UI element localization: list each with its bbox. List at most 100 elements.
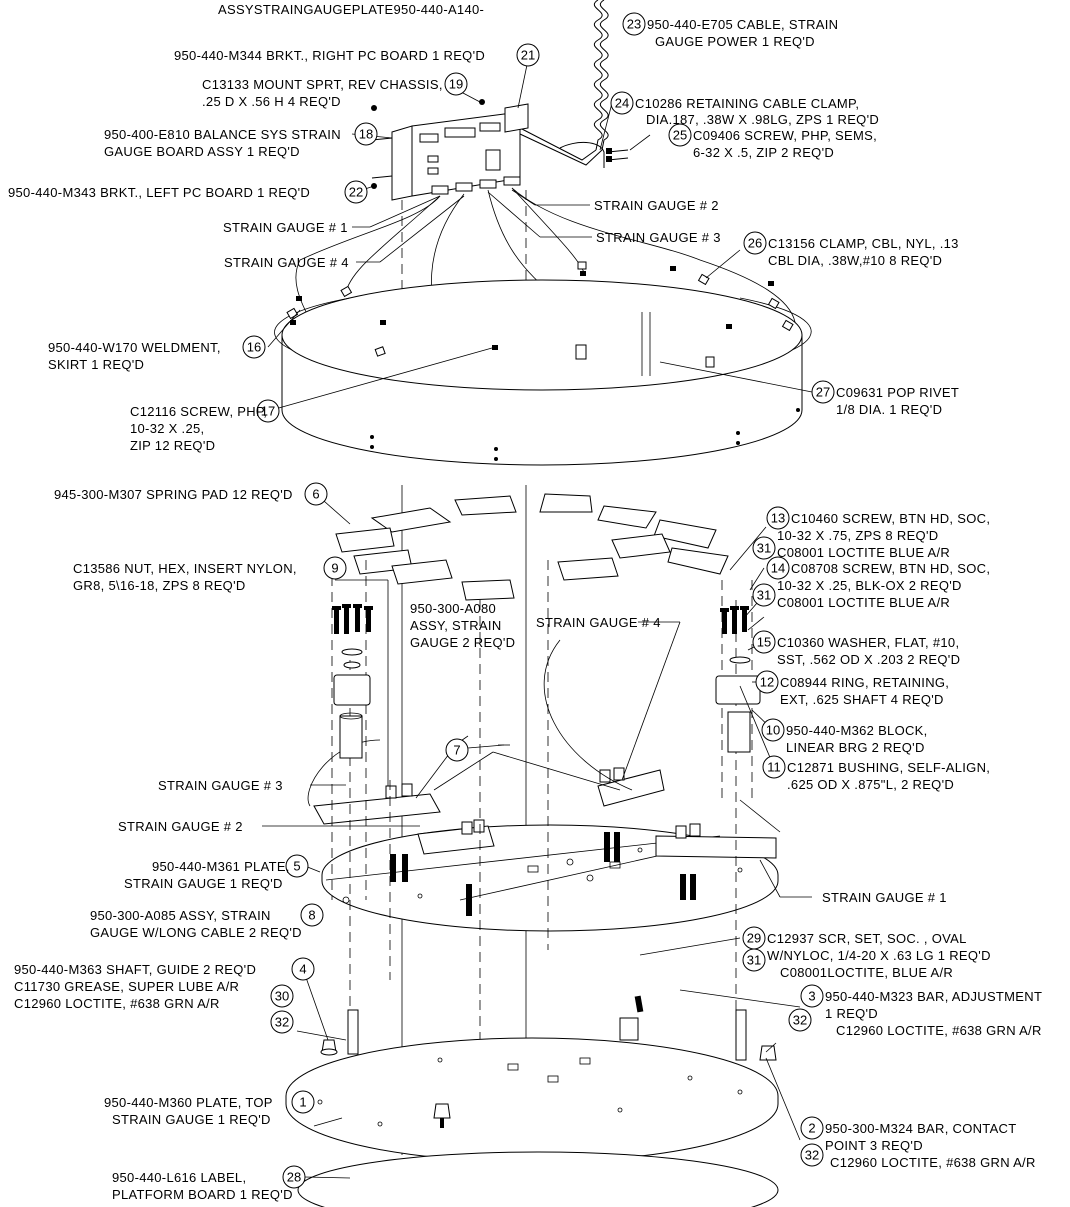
svg-text:9: 9 xyxy=(331,561,338,576)
svg-text:14: 14 xyxy=(771,561,785,576)
svg-text:31: 31 xyxy=(747,953,761,968)
callout-text: 950-440-E705 CABLE, STRAIN GAUGE POWER 1… xyxy=(8,17,1042,1202)
callout-32b-line1: C12960 LOCTITE, #638 GRN A/R xyxy=(836,1023,1042,1038)
bubble-1: 1 xyxy=(291,1090,315,1114)
svg-text:17: 17 xyxy=(261,404,275,419)
bubble-32a: 32 xyxy=(270,1010,294,1034)
callout-17-line3: ZIP 12 REQ'D xyxy=(130,438,215,453)
callout-1-line2: STRAIN GAUGE 1 REQ'D xyxy=(112,1112,271,1127)
callout-8-line1: 950-300-A085 ASSY, STRAIN xyxy=(90,908,271,923)
callout-30-line1: C11730 GREASE, SUPER LUBE A/R xyxy=(14,979,239,994)
svg-text:26: 26 xyxy=(748,236,762,251)
callout-6-line1: 945-300-M307 SPRING PAD 12 REQ'D xyxy=(54,487,293,502)
svg-text:13: 13 xyxy=(771,511,785,526)
svg-text:29: 29 xyxy=(747,931,761,946)
svg-text:5: 5 xyxy=(293,859,300,874)
svg-text:32: 32 xyxy=(793,1013,807,1028)
callout-12-line1: C08944 RING, RETAINING, xyxy=(780,675,949,690)
callout-11-line2: .625 OD X .875"L, 2 REQ'D xyxy=(787,777,954,792)
coiled-cable xyxy=(519,0,609,166)
callout-16-line1: 950-440-W170 WELDMENT, xyxy=(48,340,221,355)
callout-14-line2: 10-32 X .25, BLK-OX 2 REQ'D xyxy=(777,578,962,593)
bubble-4: 4 xyxy=(291,957,315,981)
svg-text:22: 22 xyxy=(349,185,363,200)
strain-gauge-2-low: STRAIN GAUGE # 2 xyxy=(118,819,243,834)
callout-7-line1: 950-300-A080 xyxy=(410,601,496,616)
callout-21-line1: 950-440-M344 BRKT., RIGHT PC BOARD 1 REQ… xyxy=(174,48,485,63)
bubble-29: 29 xyxy=(742,926,766,950)
callout-18-line1: 950-400-E810 BALANCE SYS STRAIN xyxy=(104,127,341,142)
callout-28-line1: 950-440-L616 LABEL, xyxy=(112,1170,246,1185)
strain-gauge-2-top: STRAIN GAUGE # 2 xyxy=(594,198,719,213)
bubble-8: 8 xyxy=(300,903,324,927)
callout-12-line2: EXT, .625 SHAFT 4 REQ'D xyxy=(780,692,944,707)
svg-text:23: 23 xyxy=(627,17,641,32)
bubble-28: 28 xyxy=(282,1165,306,1189)
strain-gauge-1-top: STRAIN GAUGE # 1 xyxy=(223,220,348,235)
callout-bubbles: 23 21 24 19 18 25 22 26 16 27 17 6 13 31… xyxy=(242,12,835,1189)
callout-11-line1: C12871 BUSHING, SELF-ALIGN, xyxy=(787,760,990,775)
callout-8-line2: GAUGE W/LONG CABLE 2 REQ'D xyxy=(90,925,302,940)
bubble-31c: 31 xyxy=(742,948,766,972)
callout-25-line2: 6-32 X .5, ZIP 2 REQ'D xyxy=(693,145,834,160)
svg-text:31: 31 xyxy=(757,541,771,556)
callout-22-line1: 950-440-M343 BRKT., LEFT PC BOARD 1 REQ'… xyxy=(8,185,310,200)
callout-32c-line1: C12960 LOCTITE, #638 GRN A/R xyxy=(830,1155,1036,1170)
bubble-11: 11 xyxy=(762,755,786,779)
bubble-6: 6 xyxy=(304,482,328,506)
spring-pads xyxy=(335,493,729,601)
strain-gauge-4-top: STRAIN GAUGE # 4 xyxy=(224,255,349,270)
callout-13-line1: C10460 SCREW, BTN HD, SOC, xyxy=(791,511,990,526)
callout-31c-line2: C08001LOCTITE, BLUE A/R xyxy=(780,965,953,980)
svg-text:8: 8 xyxy=(308,908,315,923)
callout-10-line1: 950-440-M362 BLOCK, xyxy=(786,723,928,738)
top-plate xyxy=(285,995,779,1163)
callout-18-line2: GAUGE BOARD ASSY 1 REQ'D xyxy=(104,144,300,159)
bubble-9: 9 xyxy=(323,556,347,580)
pc-board-assembly xyxy=(371,99,629,201)
callout-14-line1: C08708 SCREW, BTN HD, SOC, xyxy=(791,561,990,576)
left-bearing-stack xyxy=(332,604,373,759)
svg-text:28: 28 xyxy=(287,1170,301,1185)
callout-17-line2: 10-32 X .25, xyxy=(130,421,204,436)
svg-text:15: 15 xyxy=(757,635,771,650)
callout-2-line1: 950-300-M324 BAR, CONTACT xyxy=(825,1121,1017,1136)
bubble-31a: 31 xyxy=(752,536,776,560)
callout-19-line2: .25 D X .56 H 4 REQ'D xyxy=(202,94,341,109)
platform-label xyxy=(297,1151,779,1207)
skirt-weldment xyxy=(274,261,812,466)
callout-5-line1: 950-440-M361 PLATE, xyxy=(152,859,290,874)
svg-text:2: 2 xyxy=(808,1121,815,1136)
callout-15-line2: SST, .562 OD X .203 2 REQ'D xyxy=(777,652,960,667)
callout-2-line2: POINT 3 REQ'D xyxy=(825,1138,923,1153)
bubble-10: 10 xyxy=(761,718,785,742)
bubble-16: 16 xyxy=(242,335,266,359)
callout-23-line1: 950-440-E705 CABLE, STRAIN xyxy=(647,17,838,32)
bubble-21: 21 xyxy=(516,43,540,67)
bubble-23: 23 xyxy=(622,12,646,36)
callout-3-line2: 1 REQ'D xyxy=(825,1006,878,1021)
bubble-31b: 31 xyxy=(752,583,776,607)
bubble-3: 3 xyxy=(800,984,824,1008)
svg-text:16: 16 xyxy=(247,340,261,355)
callout-3-line1: 950-440-M323 BAR, ADJUSTMENT xyxy=(825,989,1042,1004)
callout-7-line3: GAUGE 2 REQ'D xyxy=(410,635,515,650)
svg-text:12: 12 xyxy=(760,675,774,690)
callout-1-line1: 950-440-M360 PLATE, TOP xyxy=(104,1095,273,1110)
strain-gauge-3-top: STRAIN GAUGE # 3 xyxy=(596,230,721,245)
svg-text:32: 32 xyxy=(805,1148,819,1163)
callout-7-line2: ASSY, STRAIN xyxy=(410,618,502,633)
callout-26-line2: CBL DIA, .38W,#10 8 REQ'D xyxy=(768,253,942,268)
strain-gauge-3-low: STRAIN GAUGE # 3 xyxy=(158,778,283,793)
strain-gauge-1-low: STRAIN GAUGE # 1 xyxy=(822,890,947,905)
callout-24-line1: C10286 RETAINING CABLE CLAMP, xyxy=(635,96,859,111)
bubble-32c: 32 xyxy=(800,1143,824,1167)
top-caption: ASSYSTRAINGAUGEPLATE950-440-A140- xyxy=(218,2,484,17)
callout-27-line2: 1/8 DIA. 1 REQ'D xyxy=(836,402,942,417)
bubble-7: 7 xyxy=(445,738,469,762)
svg-text:24: 24 xyxy=(615,96,629,111)
bubble-13: 13 xyxy=(766,506,790,530)
svg-text:18: 18 xyxy=(359,127,373,142)
callout-17-line1: C12116 SCREW, PHP, xyxy=(130,404,267,419)
svg-text:30: 30 xyxy=(275,989,289,1004)
